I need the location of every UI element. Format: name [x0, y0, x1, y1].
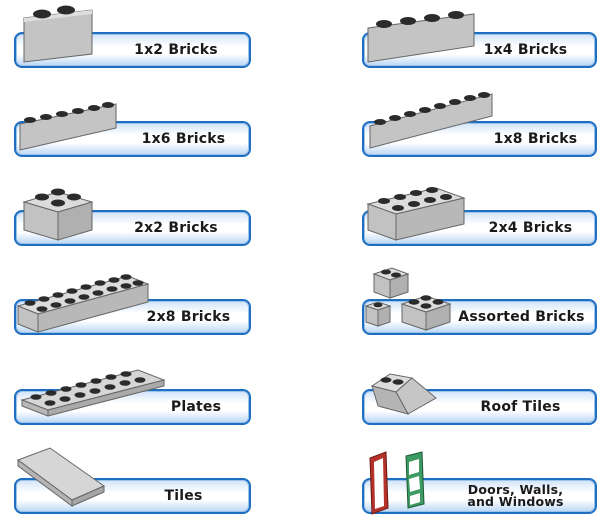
brick-1x4-icon: [367, 11, 475, 63]
door-window-icon: [369, 451, 425, 515]
category-tiles[interactable]: Tiles: [14, 478, 251, 514]
category-button-bg: [362, 478, 597, 514]
category-label: 2x2 Bricks: [134, 220, 218, 236]
brick-1x8-icon: [369, 92, 493, 149]
category-label: Assorted Bricks: [458, 309, 585, 325]
category-assorted-bricks[interactable]: Assorted Bricks: [362, 299, 597, 335]
category-button-bg: [362, 299, 597, 335]
brick-2x4-icon: [366, 187, 466, 241]
plate-icon: [20, 369, 166, 417]
brick-2x2-icon: [22, 188, 94, 241]
category-label-stack: Doors, Walls, and Windows: [467, 482, 564, 509]
roof-tile-icon: [370, 373, 437, 415]
category-label: 1x8 Bricks: [493, 131, 578, 147]
category-label: 2x4 Bricks: [488, 220, 573, 236]
category-label-line2: and Windows: [467, 494, 564, 509]
category-label: 1x4 Bricks: [483, 42, 568, 58]
category-button-bg: [14, 478, 251, 514]
tile-icon: [16, 447, 106, 507]
brick-2x8-icon: [16, 274, 150, 333]
category-label: Roof Tiles: [480, 399, 561, 415]
category-label: 1x2 Bricks: [134, 42, 218, 58]
category-label: 2x8 Bricks: [146, 309, 231, 325]
category-label: Tiles: [164, 488, 203, 504]
category-label: Doors, Walls, and Windows: [442, 478, 589, 514]
category-doors-walls-windows[interactable]: Doors, Walls, and Windows: [362, 478, 597, 514]
category-label: 1x6 Bricks: [141, 131, 226, 147]
category-1x2-bricks[interactable]: 1x2 Bricks: [14, 32, 251, 68]
category-plates[interactable]: Plates: [14, 389, 251, 425]
category-label: Plates: [170, 399, 222, 415]
brick-1x6-icon: [19, 102, 117, 151]
assorted-bricks-icon: [364, 267, 452, 331]
category-label-line1: Doors, Walls,: [467, 482, 564, 497]
brick-1x2-icon: [23, 5, 93, 63]
